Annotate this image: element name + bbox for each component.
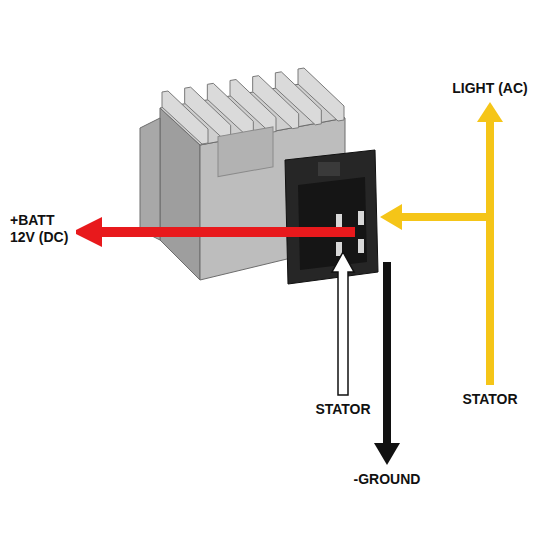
- wire-label: STATOR: [460, 391, 519, 408]
- yellow-arrow: [380, 102, 503, 385]
- arrow-head: [374, 443, 400, 465]
- white-arrow: [332, 252, 354, 395]
- connector-pin: [358, 239, 364, 253]
- signal-label: -GROUND: [352, 471, 423, 488]
- cooling-fin: [298, 68, 344, 121]
- arrow-shaft: [100, 227, 355, 237]
- arrow-shaft: [383, 262, 391, 446]
- connector-pin: [336, 214, 342, 228]
- connector-pin: [358, 211, 364, 225]
- embossed-plate: [218, 127, 273, 177]
- arrow-shaft: [400, 213, 490, 221]
- connector: [285, 150, 378, 284]
- arrow-head: [380, 204, 402, 230]
- mount-flange: [140, 118, 160, 240]
- red-arrow: [72, 217, 355, 247]
- outlined-arrow: [332, 252, 354, 395]
- signal-label: LIGHT (AC): [450, 80, 529, 97]
- connector-socket: [298, 177, 367, 270]
- wire-label: STATOR: [313, 401, 372, 418]
- signal-label: +BATT 12V (DC): [8, 212, 76, 246]
- arrow-head: [477, 102, 503, 122]
- black-arrow: [374, 262, 400, 465]
- connector-housing: [285, 150, 378, 284]
- arrow-head: [72, 217, 102, 247]
- arrow-shaft: [486, 118, 494, 385]
- connector-latch: [318, 162, 340, 176]
